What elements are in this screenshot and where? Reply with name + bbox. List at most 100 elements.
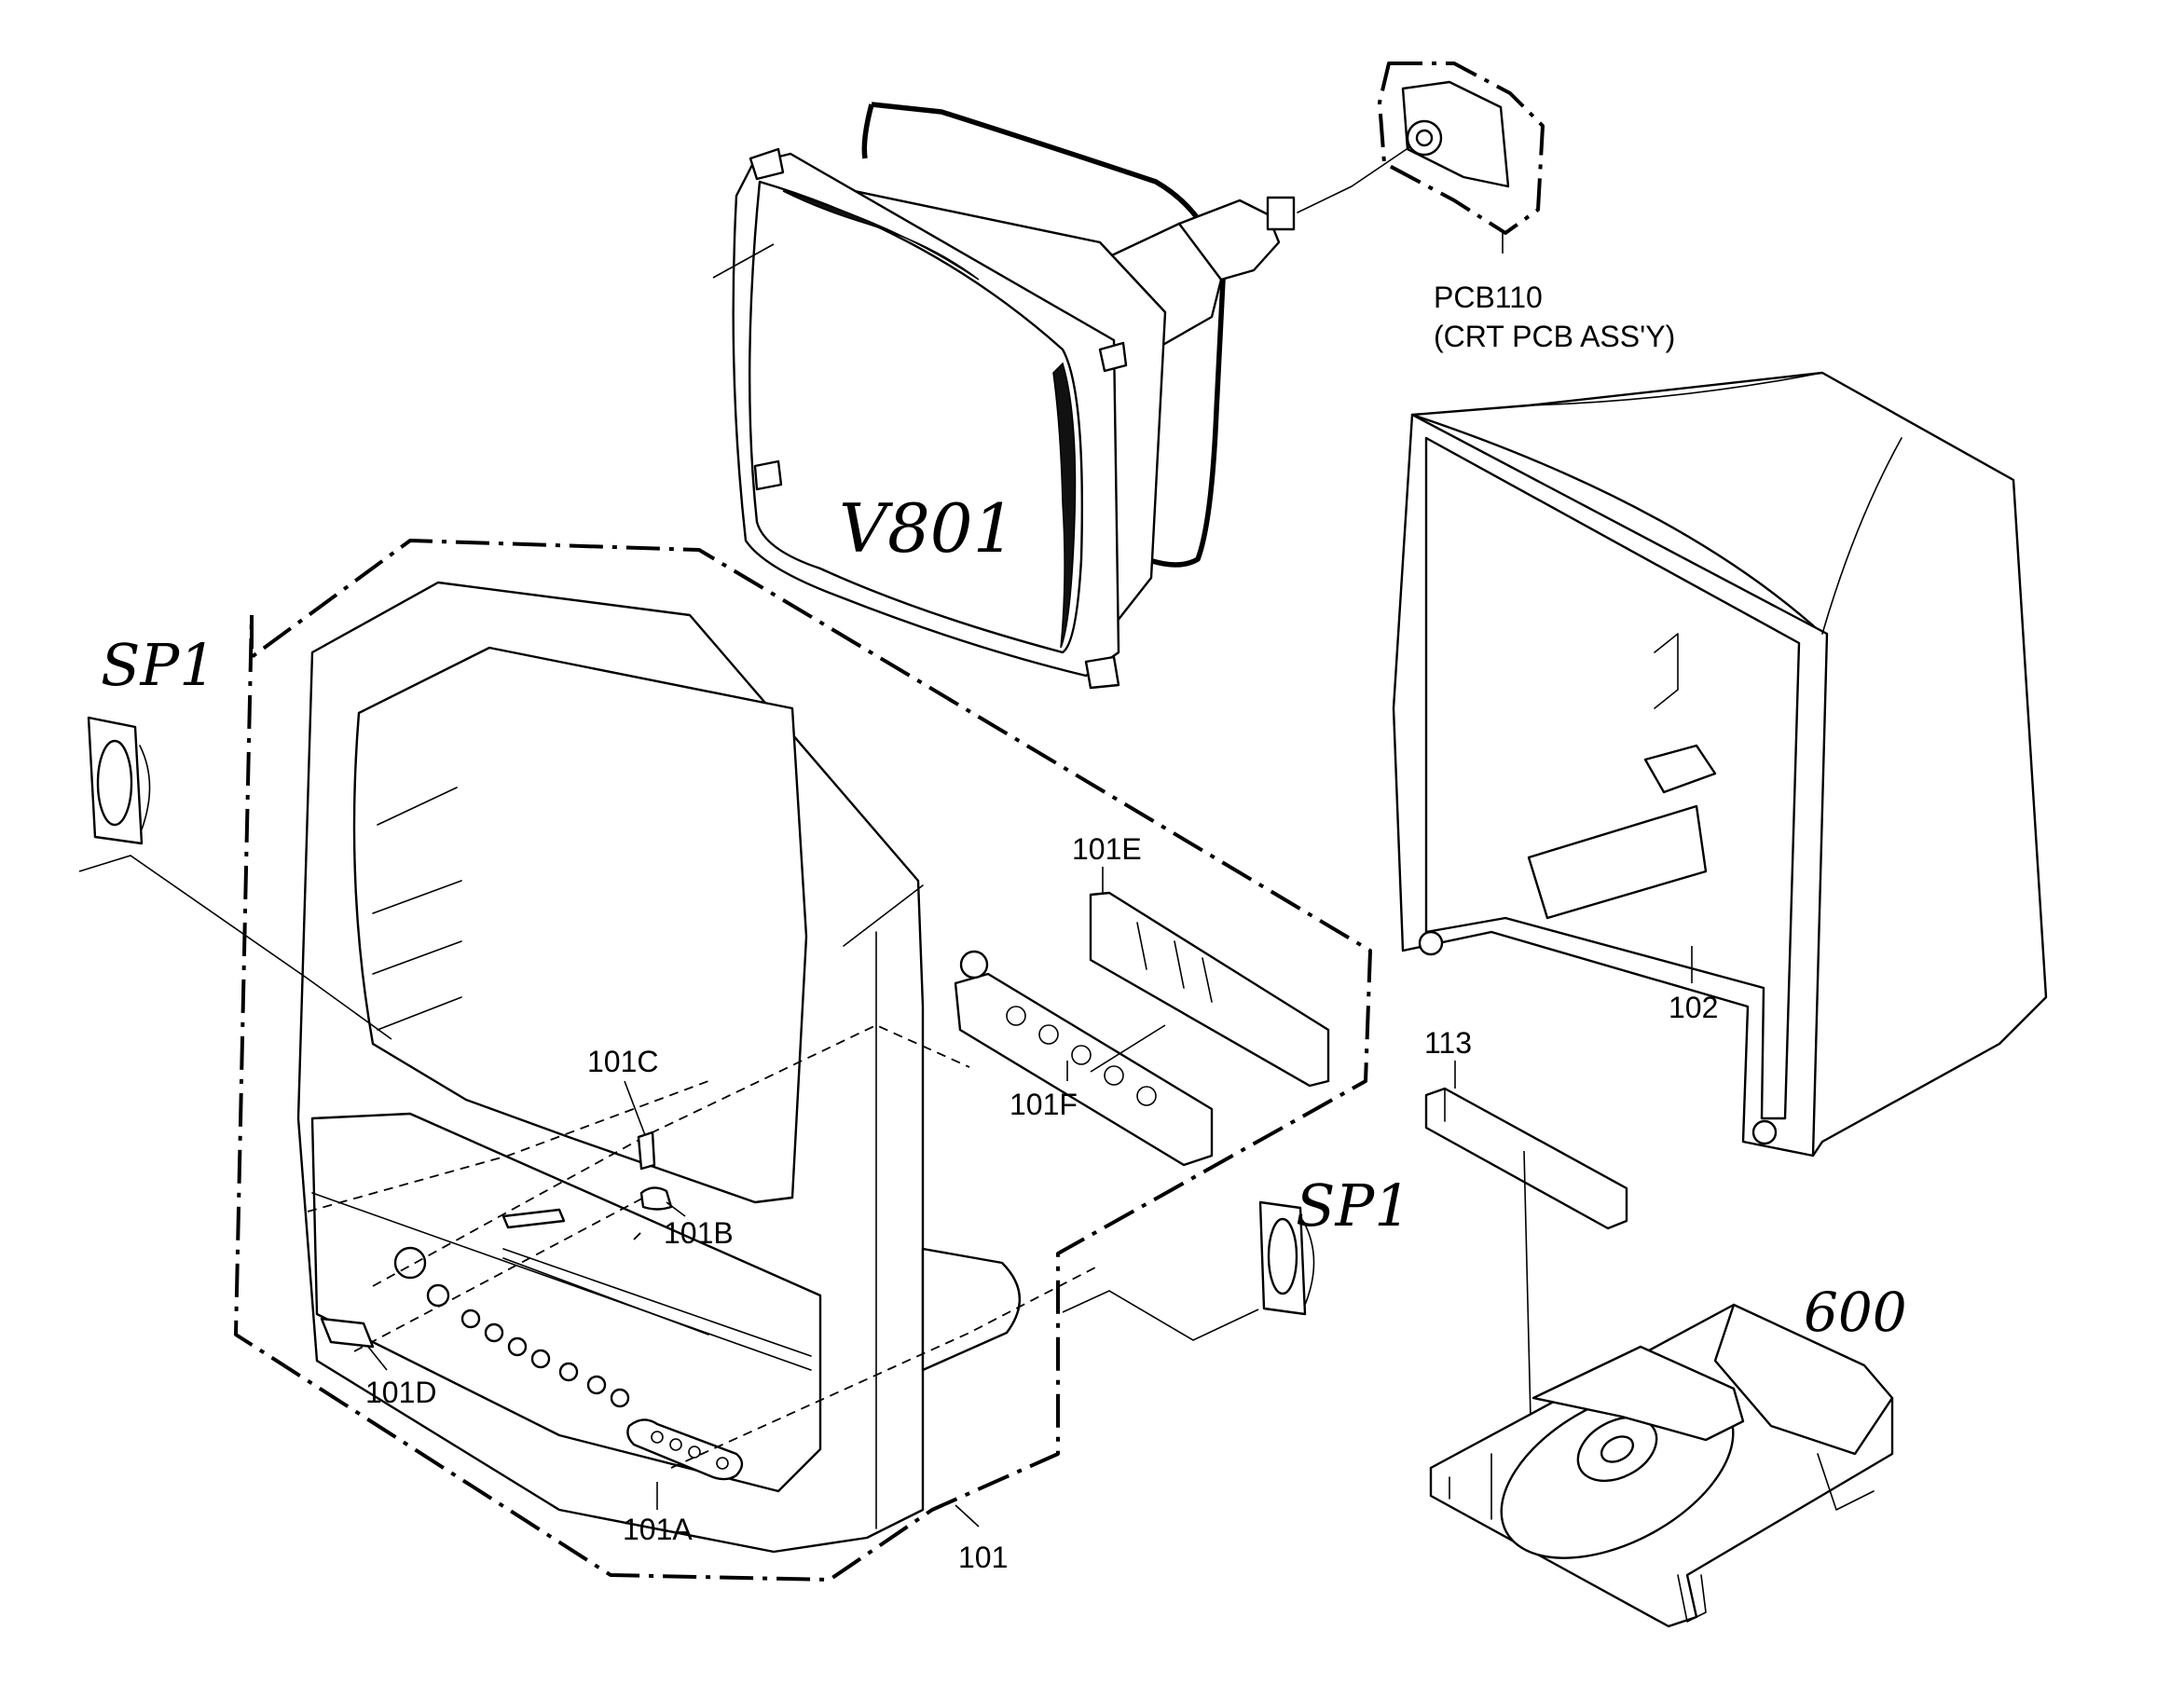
- crt-mount-ear-br: [1084, 655, 1120, 690]
- front-bezel-top-edge: [843, 884, 924, 947]
- crt-picture-tube: V801: [712, 102, 1353, 690]
- speaker-left-magnet: [139, 745, 151, 830]
- front-panel-button-1: [460, 1309, 481, 1329]
- part-101e-label: 101E: [1072, 832, 1142, 866]
- part-101a-btn-3: [688, 1446, 701, 1459]
- dvd-clamp-arm: [1532, 1345, 1745, 1442]
- sp1-left-label: SP1: [101, 631, 216, 699]
- rear-cabinet-curve: [1821, 437, 1902, 635]
- rear-cabinet-inner-opening: [1424, 436, 1801, 1120]
- crt-screen-shading-right: [1052, 362, 1077, 649]
- dvd-loader-mechanism: 600: [1429, 1281, 1907, 1628]
- part-101f-switch-1: [1006, 1006, 1026, 1026]
- dvd-mechanism-right: [1713, 1303, 1894, 1456]
- dvd-bracket: [1817, 1453, 1875, 1511]
- pcb110-label: PCB110: [1434, 281, 1543, 314]
- part-101c-label: 101C: [587, 1045, 659, 1078]
- speaker-left: SP1: [78, 631, 392, 1040]
- front-panel-button-6: [586, 1375, 607, 1395]
- front-panel-tray-lines: [502, 1248, 812, 1357]
- v801-leader: [712, 243, 775, 279]
- crt-mount-ear-tl: [749, 147, 785, 181]
- degaussing-coil-left: [861, 103, 874, 159]
- pcb110-socket-center: [1415, 129, 1434, 147]
- part-101f-switch-4: [1104, 1065, 1124, 1086]
- rear-cabinet-screw-left: [1418, 930, 1444, 956]
- part-600-label: 600: [1804, 1281, 1907, 1344]
- pcb110-desc-label: (CRT PCB ASS'Y): [1434, 320, 1675, 353]
- dvd-spindle-center: [1600, 1435, 1635, 1463]
- front-panel-button-3: [507, 1336, 528, 1357]
- rear-cabinet-screw-right: [1751, 1119, 1778, 1145]
- rear-cabinet-bracket: [1643, 744, 1717, 794]
- front-panel-button-5: [558, 1362, 579, 1382]
- part-101-group-outline: [234, 539, 1372, 1582]
- part-101f-switch-3: [1071, 1045, 1092, 1065]
- v801-label: V801: [839, 489, 1015, 568]
- part-101c: [637, 1130, 656, 1171]
- speaker-left-cone: [96, 739, 133, 827]
- part-101f-switch-2: [1038, 1024, 1059, 1045]
- assembly-path-5: [633, 1229, 644, 1240]
- part-113-label: 113: [1424, 1026, 1472, 1060]
- speaker-left-wire: [78, 855, 392, 1040]
- front-panel-divider: [311, 1192, 812, 1371]
- pcb110-connector-line: [1351, 146, 1410, 187]
- part-101e-tabs: [1136, 922, 1213, 1003]
- dvd-tray-edge: [1449, 1453, 1492, 1520]
- crt-gun-base: [1266, 196, 1296, 231]
- assembly-path-1: [372, 1024, 970, 1287]
- front-bezel-inner-ribs: [372, 787, 462, 1031]
- crt-screen-face: [748, 180, 1084, 654]
- front-panel-button-2: [484, 1322, 504, 1343]
- part-101c-leader: [624, 1080, 646, 1136]
- assembly-path-2: [307, 1080, 709, 1213]
- speaker-right-cone: [1267, 1217, 1298, 1295]
- front-bezel-screen-opening: [352, 646, 808, 1204]
- front-panel-button-4: [530, 1349, 551, 1369]
- rear-cabinet: 102: [1392, 371, 2048, 1158]
- dvd-foot: [1677, 1574, 1707, 1623]
- front-panel-disc-slot: [501, 1208, 566, 1229]
- part-101f-switch-board: [954, 972, 1214, 1167]
- crt-mount-ear-tr: [1098, 341, 1128, 373]
- rear-cabinet-post: [1654, 633, 1679, 709]
- part-101d-leader: [367, 1346, 388, 1371]
- speaker-right: SP1: [1062, 1171, 1411, 1341]
- part-101f-label: 101F: [1010, 1088, 1078, 1121]
- front-panel-jack: [426, 1283, 450, 1308]
- part-101a-btn-2: [669, 1438, 682, 1451]
- assembly-path-4: [353, 1192, 653, 1352]
- part-102-label: 102: [1669, 991, 1718, 1024]
- pcb110-outline: [1378, 62, 1545, 235]
- part-101b-leader: [666, 1201, 686, 1217]
- part-101b: [639, 1186, 673, 1211]
- part-113-bar: [1424, 1087, 1628, 1230]
- sp1-right-label: SP1: [1296, 1171, 1411, 1240]
- rear-cabinet-top-edge: [1528, 372, 1823, 406]
- part-101a-label: 101A: [623, 1513, 693, 1546]
- crt-screen-shading-top: [782, 190, 980, 281]
- rear-cabinet-rail: [1527, 804, 1708, 920]
- part-101a-button-strip: [626, 1418, 744, 1481]
- part-101-label: 101: [958, 1541, 1008, 1574]
- front-panel-knob: [393, 1246, 427, 1280]
- part-101d: [320, 1317, 375, 1349]
- crt-pcb-assembly: PCB110 (CRT PCB ASS'Y): [1351, 62, 1675, 353]
- crt-neck-socket: [1177, 199, 1281, 281]
- crt-gun-pin: [1297, 185, 1353, 213]
- part-101a-btn-1: [651, 1431, 664, 1444]
- speaker-right-wire: [1062, 1290, 1259, 1341]
- part-101f-knob: [959, 950, 989, 980]
- part-101f-switch-5: [1136, 1086, 1157, 1106]
- front-cabinet-group: 101B 101C 101D 101E 101F 101A 101: [234, 539, 1372, 1582]
- part-101b-label: 101B: [664, 1216, 734, 1250]
- part-101-leader: [955, 1504, 980, 1528]
- part-101d-label: 101D: [365, 1376, 437, 1409]
- front-bezel-base: [921, 1247, 1021, 1372]
- speaker-right-magnet: [1302, 1220, 1315, 1306]
- crt-mount-ear-bl: [753, 459, 783, 491]
- front-panel-button-7: [610, 1388, 630, 1408]
